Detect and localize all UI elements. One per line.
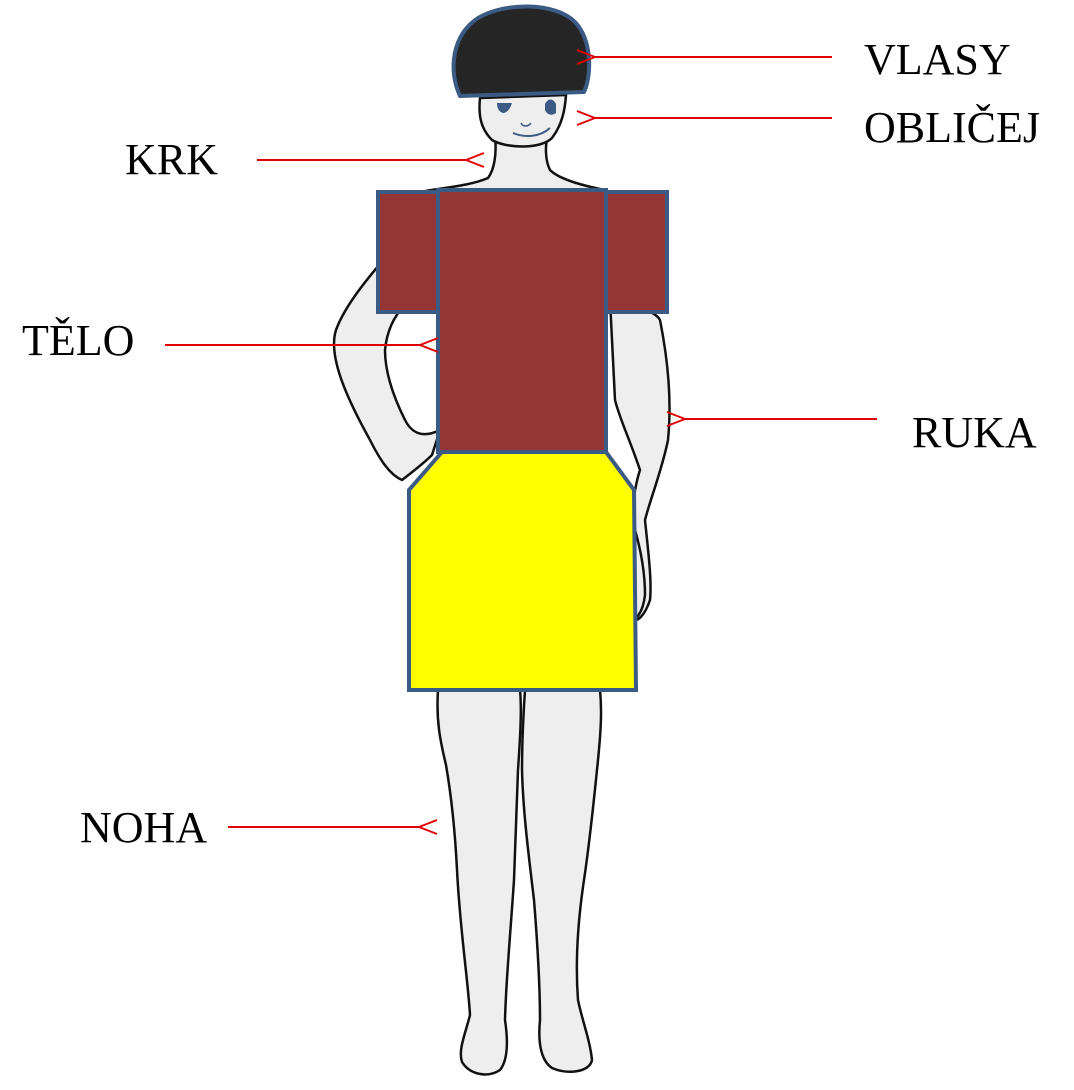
shirt-sleeve-right bbox=[604, 192, 667, 312]
label-arm: RUKA bbox=[912, 408, 1037, 457]
right-eye bbox=[545, 100, 556, 115]
label-leg: NOHA bbox=[80, 803, 207, 852]
label-face: OBLIČEJ bbox=[864, 103, 1040, 152]
right-leg bbox=[522, 690, 601, 1072]
hair bbox=[454, 6, 590, 96]
shirt-sleeve-left bbox=[378, 192, 440, 312]
left-leg bbox=[437, 690, 520, 1074]
label-body: TĚLO bbox=[22, 316, 134, 365]
label-neck: KRK bbox=[125, 135, 218, 184]
skirt bbox=[409, 452, 636, 690]
shirt-torso bbox=[438, 190, 606, 452]
label-hair: VLASY bbox=[864, 35, 1011, 84]
